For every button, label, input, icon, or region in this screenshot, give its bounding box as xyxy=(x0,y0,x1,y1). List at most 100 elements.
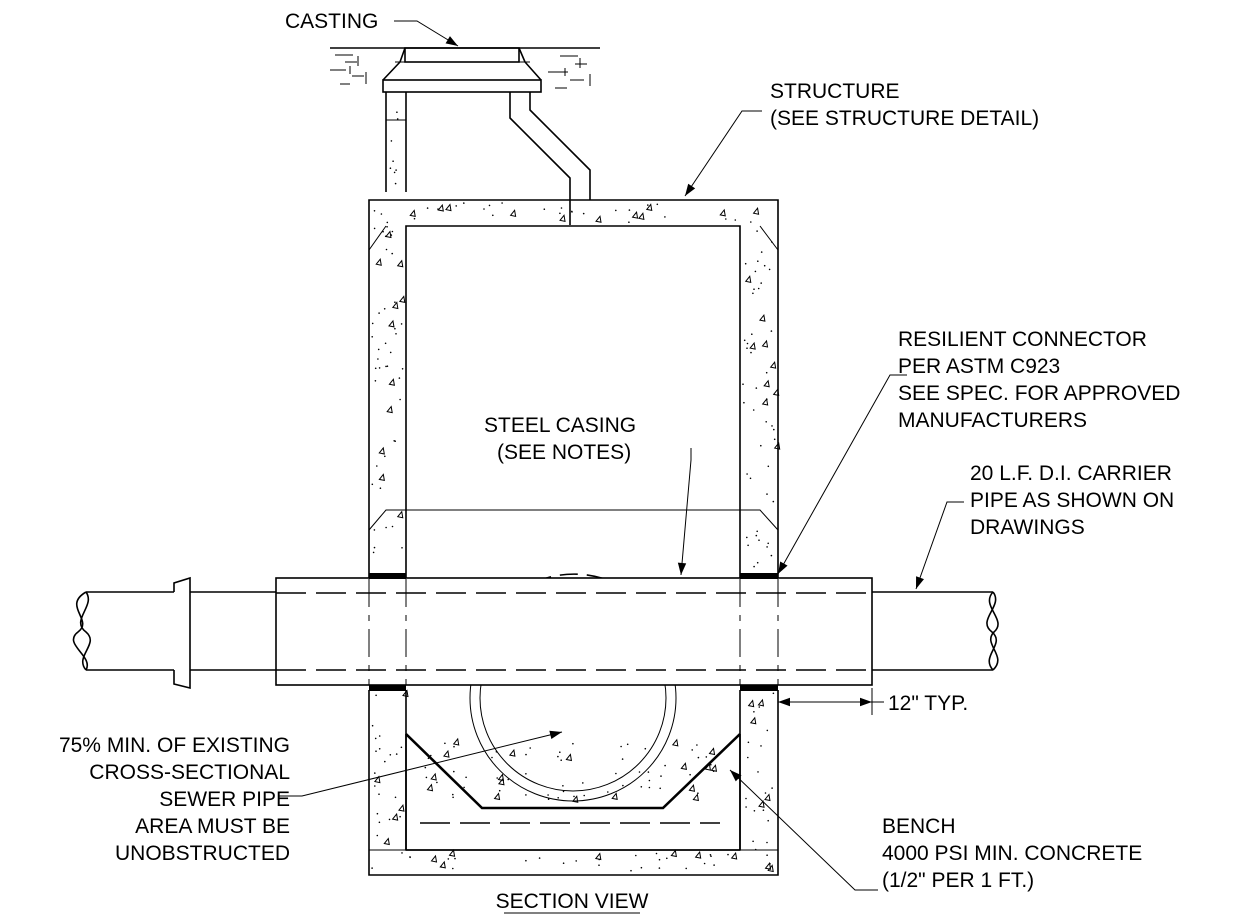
aggregate-triangle xyxy=(764,793,771,802)
aggregate-dot xyxy=(746,342,749,345)
aggregate-triangle xyxy=(508,748,516,757)
aggregate-dot xyxy=(562,785,564,787)
aggregate-triangle xyxy=(378,446,385,455)
aggregate-dot xyxy=(396,111,398,113)
steel-casing xyxy=(275,573,873,691)
aggregate-dot xyxy=(374,737,377,740)
riser-neck xyxy=(385,92,591,225)
aggregate-dot xyxy=(648,779,651,782)
aggregate-dot xyxy=(758,706,761,708)
resilient-label-line2: PER ASTM C923 xyxy=(898,355,1060,378)
aggregate-dot xyxy=(386,221,389,224)
aggregate-dot xyxy=(560,759,562,761)
aggregate-dot xyxy=(400,746,403,749)
aggregate-dot xyxy=(393,440,396,442)
aggregate-dot xyxy=(557,755,559,758)
resilient-label-line1: RESILIENT CONNECTOR xyxy=(898,328,1147,351)
aggregate-triangle xyxy=(611,792,618,801)
aggregate-dot xyxy=(575,860,577,862)
aggregate-dot xyxy=(765,421,767,423)
aggregate-dot xyxy=(525,859,527,862)
aggregate-triangle xyxy=(670,849,677,858)
aggregate-triangle xyxy=(409,209,416,218)
aggregate-dot xyxy=(483,208,485,210)
aggregate-dot xyxy=(709,854,712,856)
aggregate-dot xyxy=(378,367,381,369)
aggregate-dot xyxy=(766,841,768,844)
aggregate-triangle xyxy=(688,784,696,792)
aggregate-dot xyxy=(444,742,446,745)
aggregate-dot xyxy=(752,292,754,295)
aggregate-dot xyxy=(380,213,383,215)
aggregate-dot xyxy=(374,367,377,370)
aggregate-dot xyxy=(376,834,379,837)
ground-surface xyxy=(330,47,600,89)
aggregate-dot xyxy=(371,322,374,325)
existing-label-line5: UNOBSTRUCTED xyxy=(115,842,290,865)
aggregate-triangle xyxy=(437,203,444,212)
aggregate-dot xyxy=(436,781,438,784)
aggregate-dot xyxy=(378,735,381,737)
section-title-group: SECTION VIEW xyxy=(496,890,649,914)
aggregate-dot xyxy=(615,772,617,775)
aggregate-triangle xyxy=(772,388,780,397)
aggregate-dot xyxy=(391,525,394,528)
aggregate-dot xyxy=(374,772,376,774)
aggregate-dot xyxy=(640,786,643,788)
aggregate-triangle xyxy=(758,313,766,322)
aggregate-dot xyxy=(384,235,387,238)
aggregate-dot xyxy=(491,756,493,759)
aggregate-dot xyxy=(746,536,748,539)
aggregate-dot xyxy=(598,864,600,866)
aggregate-dot xyxy=(447,858,450,860)
label-resilient-connector: RESILIENT CONNECTOR PER ASTM C923 SEE SP… xyxy=(898,328,1180,432)
aggregate-dot xyxy=(664,216,666,218)
aggregate-triangle xyxy=(645,203,653,212)
aggregate-triangle xyxy=(747,699,755,708)
aggregate-dot xyxy=(373,227,376,230)
aggregate-dot xyxy=(767,819,769,822)
aggregate-dot xyxy=(743,401,745,404)
aggregate-dot xyxy=(582,782,584,784)
aggregate-dot xyxy=(691,749,693,751)
aggregate-dot xyxy=(371,724,374,727)
aggregate-triangle xyxy=(396,259,404,268)
casting-label: CASTING xyxy=(285,10,378,33)
label-existing: 75% MIN. OF EXISTING CROSS-SECTIONAL SEW… xyxy=(59,734,290,865)
aggregate-dot xyxy=(385,365,387,368)
aggregate-triangle xyxy=(388,378,395,386)
existing-label-line1: 75% MIN. OF EXISTING xyxy=(59,734,290,757)
aggregate-dot xyxy=(385,526,387,529)
aggregate-dot xyxy=(764,792,767,794)
aggregate-dot xyxy=(398,377,401,379)
aggregate-dot xyxy=(378,312,380,314)
aggregate-triangle xyxy=(761,397,769,406)
aggregate-triangle xyxy=(373,775,381,784)
aggregate-dot xyxy=(755,387,758,389)
aggregate-dot xyxy=(375,750,377,752)
aggregate-triangle xyxy=(719,208,726,217)
aggregate-dot xyxy=(770,330,773,332)
aggregate-dot xyxy=(455,205,458,207)
aggregate-dot xyxy=(399,815,401,818)
aggregate-dot xyxy=(746,473,748,475)
aggregate-triangle xyxy=(391,812,399,821)
steel-casing-label-line1: STEEL CASING xyxy=(484,414,636,437)
aggregate-dot xyxy=(525,773,527,775)
aggregate-dot xyxy=(452,793,454,796)
aggregate-dot xyxy=(547,798,550,800)
aggregate-dot xyxy=(371,336,374,338)
aggregate-dot xyxy=(750,351,752,354)
aggregate-dot xyxy=(640,866,643,869)
aggregate-dot xyxy=(573,795,575,798)
aggregate-dot xyxy=(767,542,769,545)
aggregate-dot xyxy=(626,743,629,746)
aggregate-triangle xyxy=(571,795,579,803)
aggregate-dot xyxy=(582,212,585,215)
label-structure: STRUCTURE (SEE STRUCTURE DETAIL) xyxy=(770,80,1039,130)
aggregate-dot xyxy=(583,794,585,797)
aggregate-dot xyxy=(638,771,641,773)
aggregate-dot xyxy=(757,260,759,263)
aggregate-dot xyxy=(378,821,381,824)
